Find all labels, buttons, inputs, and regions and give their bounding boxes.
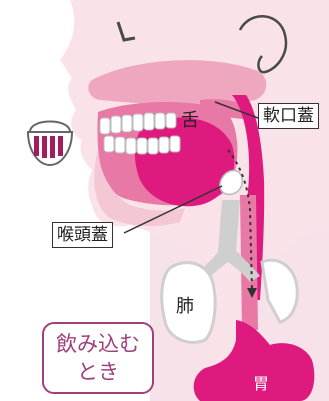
caption-line-2: とき [44, 358, 152, 386]
tongue-label: 舌 [181, 106, 199, 132]
soft-palate-label: 軟口蓋 [258, 103, 319, 129]
epiglottis-label: 喉頭蓋 [52, 222, 113, 248]
caption-line-1: 飲み込む [44, 330, 152, 358]
stomach-label: 胃 [253, 370, 269, 394]
lung-label: 肺 [176, 292, 194, 318]
lower-teeth [104, 136, 180, 154]
swallowing-caption: 飲み込む とき [42, 322, 154, 394]
